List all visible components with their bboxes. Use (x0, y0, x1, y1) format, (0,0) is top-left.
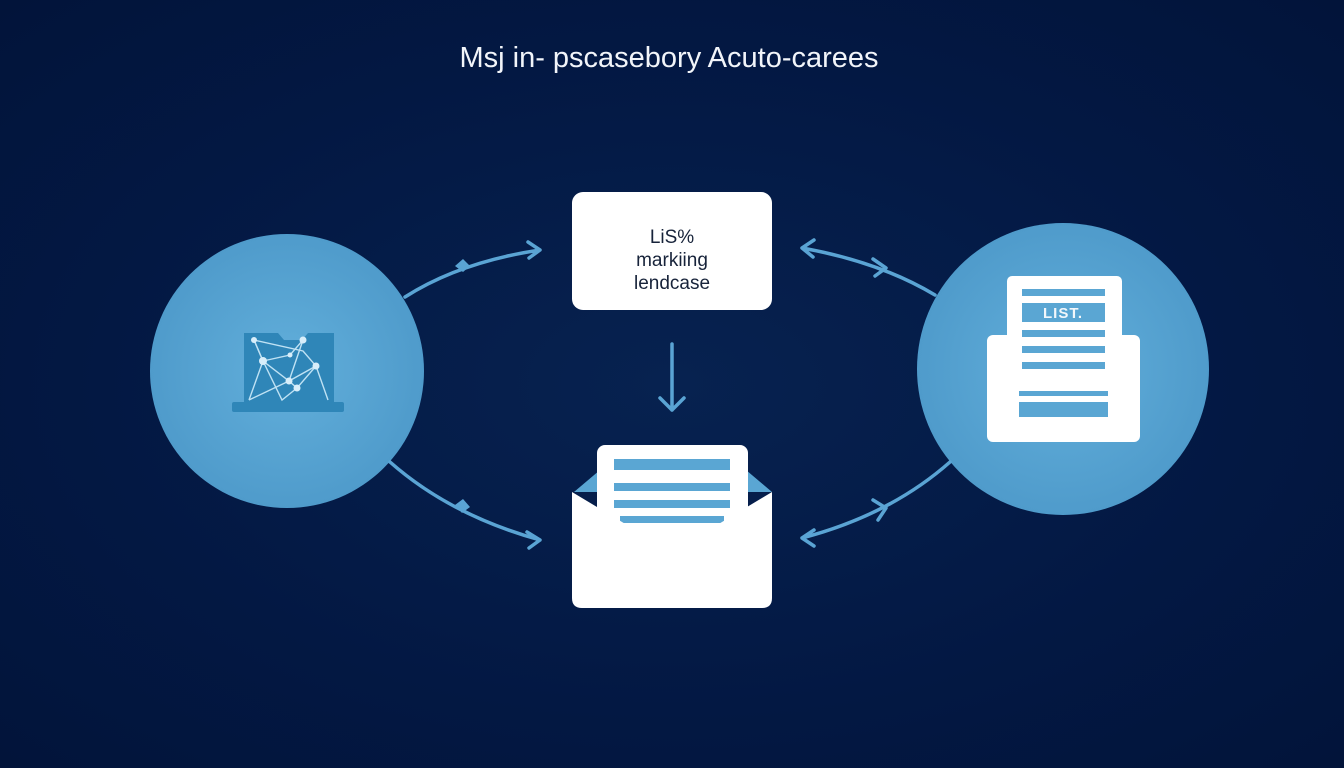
list-label: LIST. (1043, 305, 1083, 322)
diagram-title: Msj in- pscasebory Acuto-carees (459, 42, 878, 74)
down-arrow (658, 342, 686, 412)
arrow-left-to-top (403, 240, 542, 299)
top-card-line-1: LiS% (650, 227, 694, 248)
top-text-card: LiS% markiing lendcase (572, 192, 772, 310)
top-card-line-2: markiing (636, 250, 708, 271)
arrow-right-to-envelope (800, 460, 952, 548)
arrow-left-to-envelope (388, 460, 542, 550)
top-card-line-3: lendcase (634, 273, 710, 294)
arrow-right-to-top (800, 238, 937, 297)
left-node-laptop-network (150, 234, 424, 508)
laptop-network-icon (232, 333, 344, 412)
right-node-list-document: LIST. (917, 223, 1209, 515)
open-envelope-icon (572, 445, 772, 608)
list-document-icon: LIST. (987, 276, 1140, 442)
